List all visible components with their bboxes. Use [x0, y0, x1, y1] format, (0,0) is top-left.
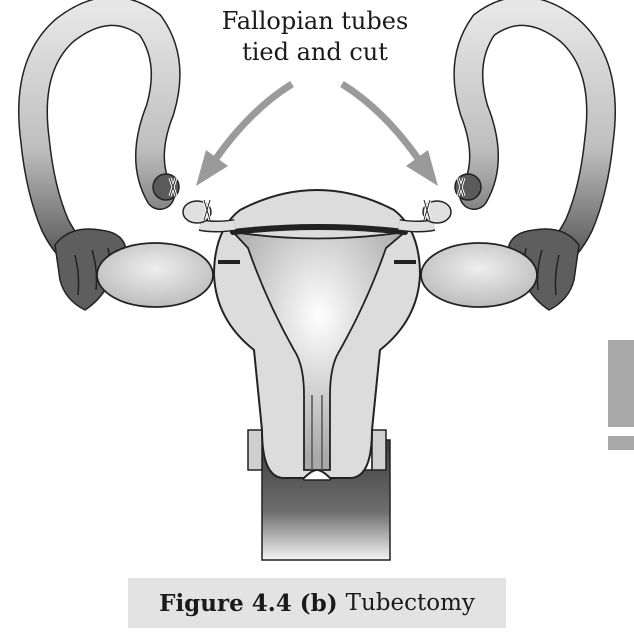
left-ovary: [96, 242, 240, 308]
uterine-cavity: [230, 230, 409, 471]
annotation-line-2: tied and cut: [242, 38, 388, 66]
annotation-label: Fallopian tubes tied and cut: [180, 6, 450, 68]
figure-caption: Figure 4.4 (b) Tubectomy: [128, 578, 506, 628]
annotation-line-1: Fallopian tubes: [221, 7, 409, 35]
figure-title: Tubectomy: [345, 590, 475, 616]
figure-label: Figure 4.4 (b): [159, 589, 338, 617]
right-fallopian-tube: [394, 0, 616, 311]
left-arrow: [196, 81, 294, 186]
left-tube-stump-outer: [152, 173, 180, 201]
uterus: [212, 189, 422, 479]
side-margin-bar: [608, 340, 634, 450]
left-ligature: [168, 177, 212, 221]
right-arrow: [340, 81, 438, 186]
